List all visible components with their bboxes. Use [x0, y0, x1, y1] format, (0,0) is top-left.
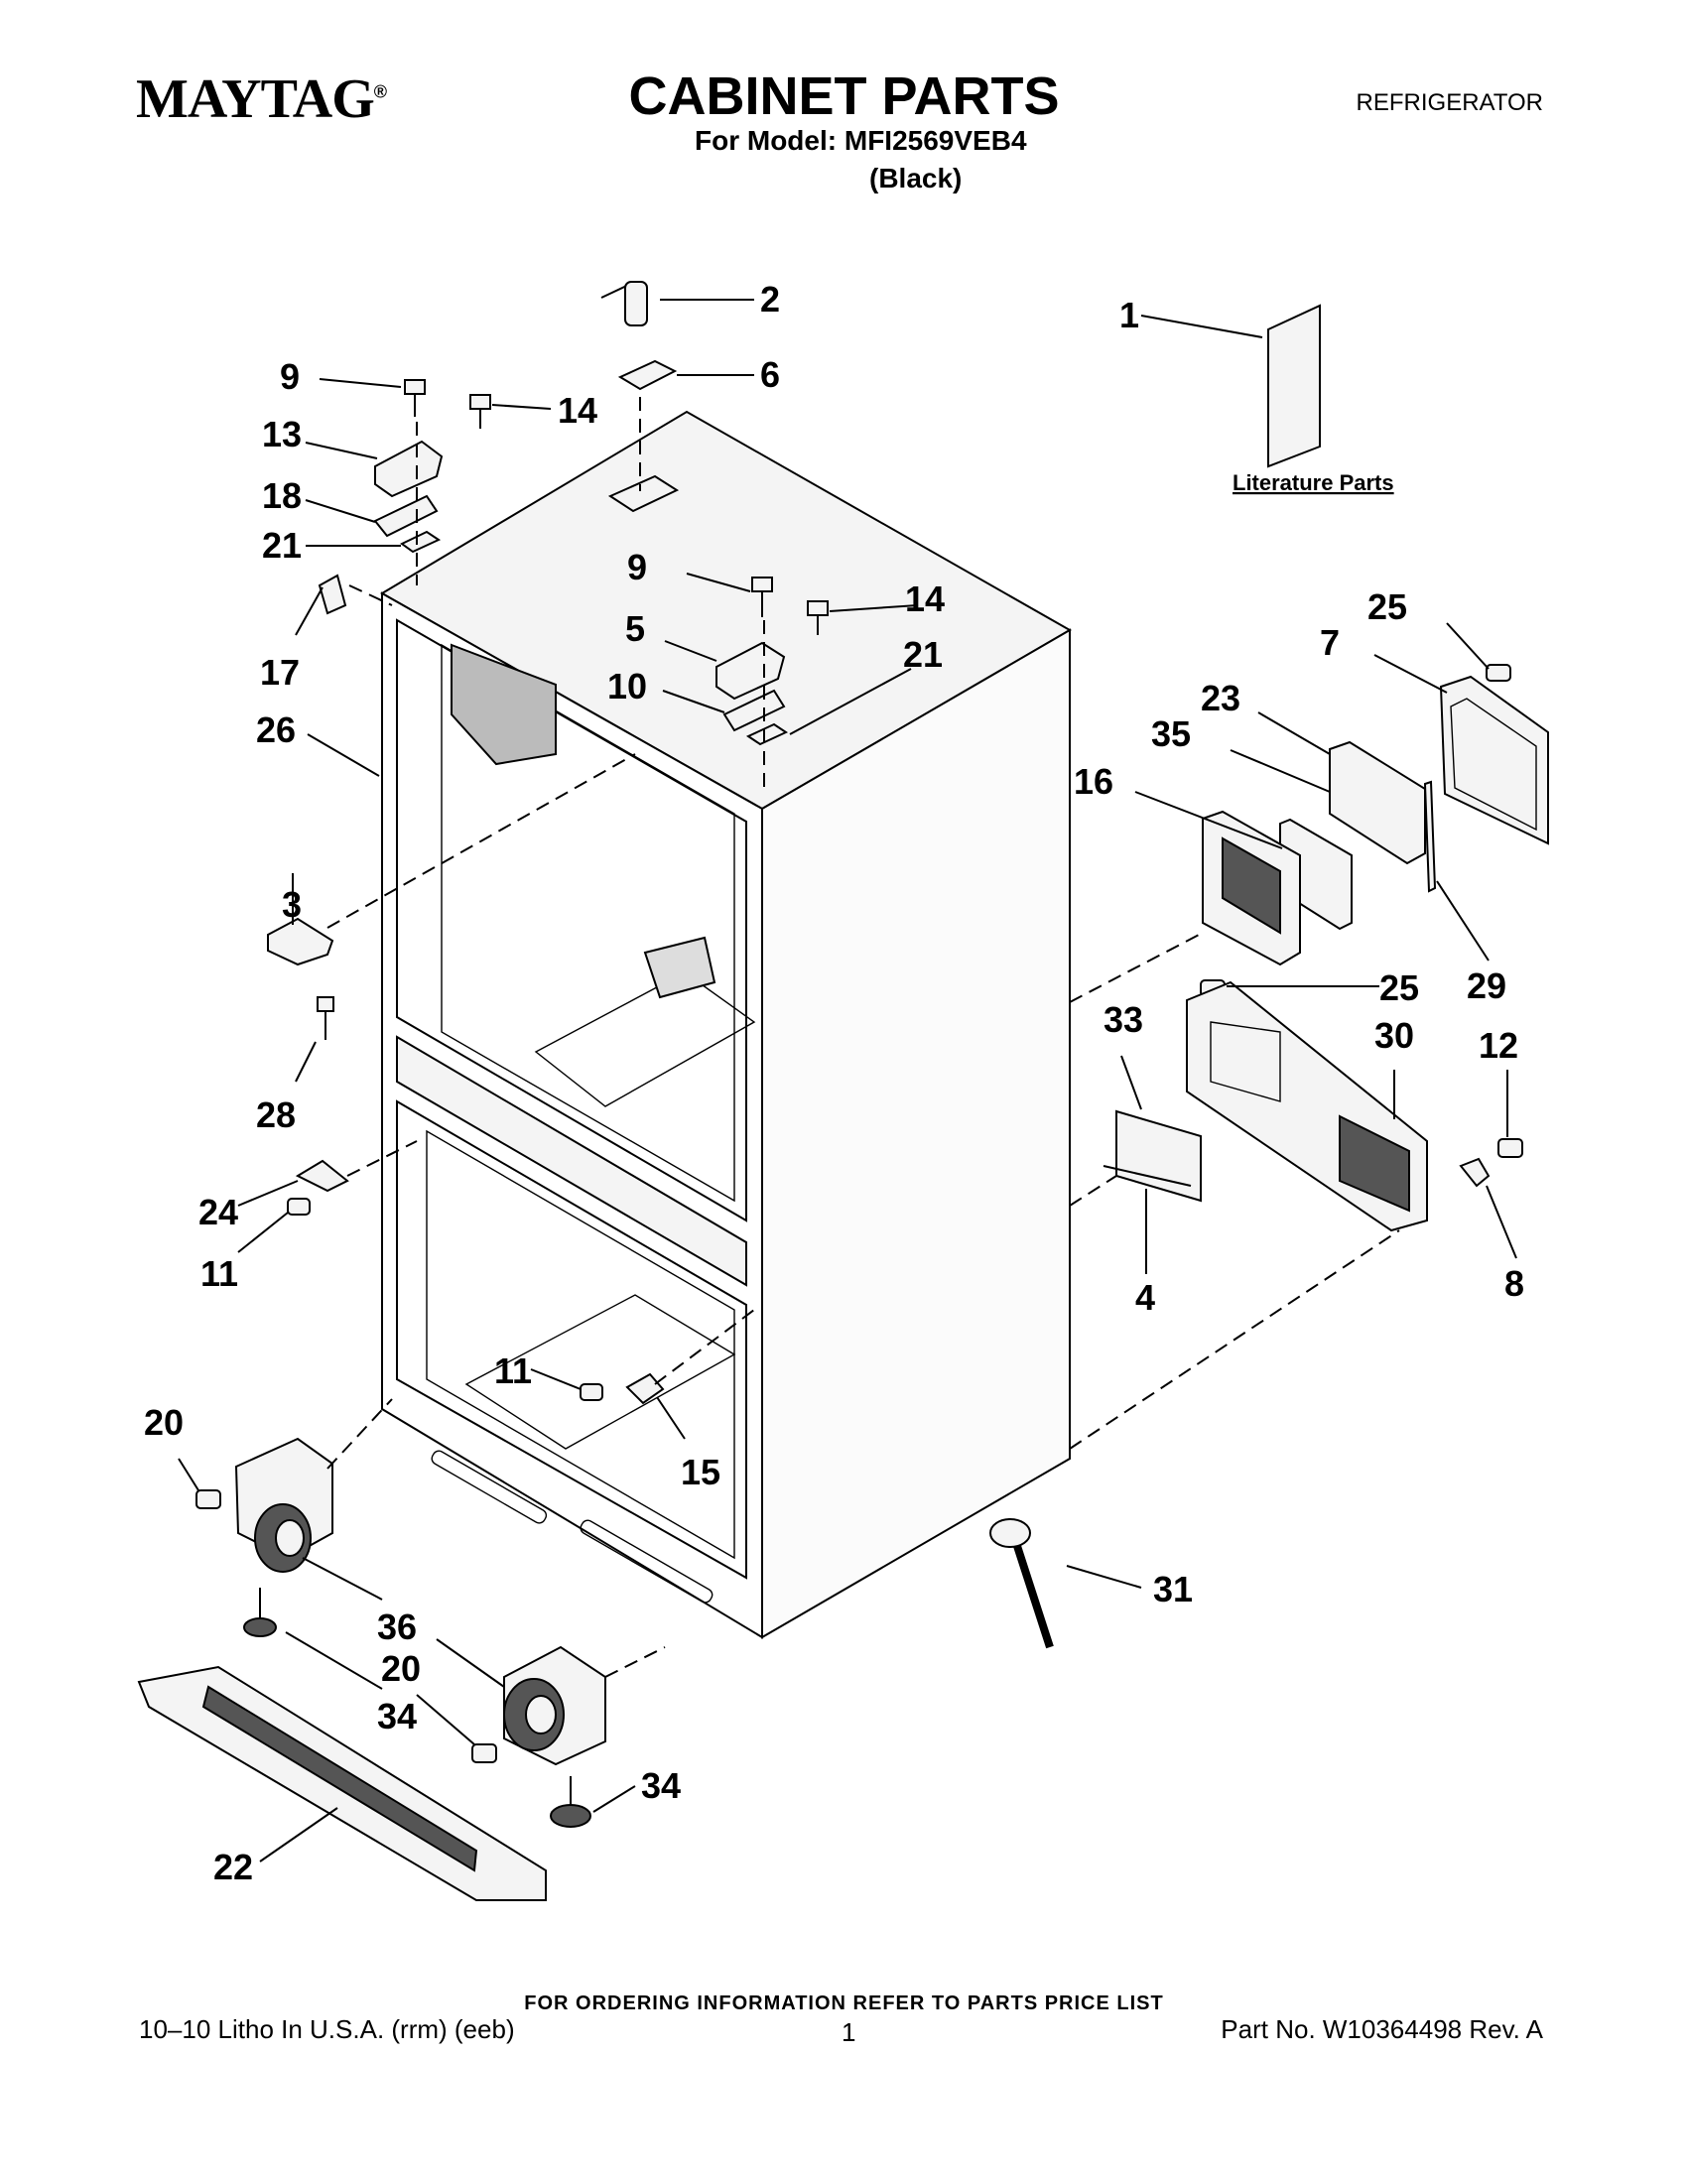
part-15-clip [625, 1372, 665, 1405]
model-line: For Model: MFI2569VEB4 [695, 125, 1027, 156]
cabinet-body [380, 410, 1073, 1639]
part-25-screw-upper [1486, 664, 1511, 682]
ordering-note: FOR ORDERING INFORMATION REFER TO PARTS … [524, 1992, 1164, 2014]
callout-14-center: 14 [905, 578, 945, 619]
part-36-roller-right [503, 1645, 606, 1766]
leader-lines [178, 299, 1517, 1863]
callout-30: 30 [1374, 1015, 1414, 1056]
callout-18: 18 [262, 475, 302, 516]
appliance-category: REFRIGERATOR [1356, 89, 1543, 116]
part-20-screw-right [471, 1743, 497, 1763]
callout-34-right: 34 [641, 1765, 681, 1806]
callout-26: 26 [256, 709, 296, 750]
callouts: 1 2 3 4 5 6 7 8 9 9 10 11 11 12 13 14 14… [144, 279, 1524, 1887]
callout-24: 24 [198, 1192, 238, 1232]
part-number: Part No. W10364498 Rev. A [1221, 2014, 1543, 2044]
part-33-filter [1115, 1109, 1202, 1203]
callout-22: 22 [213, 1847, 253, 1887]
part-9-screw-left [404, 379, 426, 417]
part-8-clip [1459, 1157, 1491, 1188]
print-info: 10–10 Litho In U.S.A. (rrm) (eeb) [139, 2014, 515, 2044]
part-10-hinge [722, 689, 786, 732]
part-20-screw-left [195, 1489, 221, 1509]
part-34-leveler-left [243, 1588, 277, 1637]
part-34-leveler-right [550, 1776, 591, 1828]
callout-4: 4 [1135, 1277, 1155, 1318]
part-11-screw-center [580, 1383, 603, 1401]
literature-parts-label: Literature Parts [1233, 470, 1394, 495]
callout-16: 16 [1074, 761, 1113, 802]
part-28-screw [317, 996, 334, 1040]
callout-20-right: 20 [381, 1648, 421, 1689]
callout-11-center: 11 [494, 1350, 532, 1391]
part-1-literature [1267, 304, 1321, 468]
brand-logo: MAYTAG® [136, 67, 387, 131]
callout-11-left: 11 [200, 1253, 238, 1294]
part-24-clip [295, 1159, 349, 1193]
part-12-screw [1497, 1138, 1523, 1158]
part-14-screw-center [807, 600, 829, 635]
callout-14-left: 14 [558, 390, 597, 431]
callout-3: 3 [282, 884, 302, 925]
callout-13: 13 [262, 414, 302, 454]
callout-28: 28 [256, 1094, 296, 1135]
part-18-hinge [373, 494, 439, 538]
small-parts [137, 281, 1549, 1901]
part-29-gasket [1423, 780, 1437, 893]
callout-9-left: 9 [280, 356, 300, 397]
part-4-seal [1103, 1165, 1192, 1187]
callout-5: 5 [625, 608, 645, 649]
registered-mark: ® [373, 81, 387, 102]
callout-29: 29 [1467, 965, 1506, 1006]
part-3-bracket [267, 917, 334, 966]
callout-9-center: 9 [627, 547, 647, 587]
callout-35: 35 [1151, 713, 1191, 754]
part-31-ice-scoop [989, 1518, 1054, 1649]
part-36-roller-left [234, 1437, 333, 1573]
part-9-screw-center [751, 577, 773, 617]
callout-33: 33 [1104, 999, 1143, 1040]
callout-17: 17 [260, 652, 300, 693]
callout-25-upper: 25 [1367, 586, 1407, 627]
part-23-panel [1329, 740, 1426, 865]
part-11-screw-left [287, 1198, 311, 1216]
callout-6: 6 [760, 354, 780, 395]
part-14-screw-left [469, 394, 491, 429]
callout-31: 31 [1153, 1569, 1193, 1609]
callout-7: 7 [1320, 622, 1340, 663]
page-number: 1 [842, 2017, 856, 2047]
part-7-cover [1439, 675, 1549, 845]
callout-34-left: 34 [377, 1696, 417, 1736]
part-13-hinge-cover [374, 440, 444, 498]
part-2-hinge-pin [600, 281, 648, 326]
callout-8: 8 [1504, 1263, 1524, 1304]
brand-name: MAYTAG [136, 68, 375, 130]
page-title: CABINET PARTS [628, 66, 1060, 126]
part-16-housing [1202, 810, 1301, 966]
callout-12: 12 [1479, 1025, 1518, 1066]
callout-1: 1 [1119, 295, 1139, 335]
callout-15: 15 [681, 1452, 720, 1492]
part-21-shim-left [400, 530, 442, 554]
callout-20-left: 20 [144, 1402, 184, 1443]
part-30-access-panel [1186, 980, 1428, 1232]
callout-21-left: 21 [262, 525, 302, 566]
assembly-lines [326, 397, 1400, 1678]
part-17-clip [318, 574, 347, 615]
callout-25-lower: 25 [1379, 967, 1419, 1008]
color-line: (Black) [869, 163, 963, 193]
callout-21-center: 21 [903, 634, 943, 675]
part-6-bracket [617, 359, 678, 391]
part-22-toe-grille [137, 1665, 547, 1901]
part-21-shim-center [745, 722, 789, 746]
callout-2: 2 [760, 279, 780, 320]
callout-10: 10 [607, 666, 647, 707]
callout-36: 36 [377, 1606, 417, 1647]
callout-23: 23 [1201, 678, 1240, 718]
part-5-hinge-cover [715, 641, 786, 701]
